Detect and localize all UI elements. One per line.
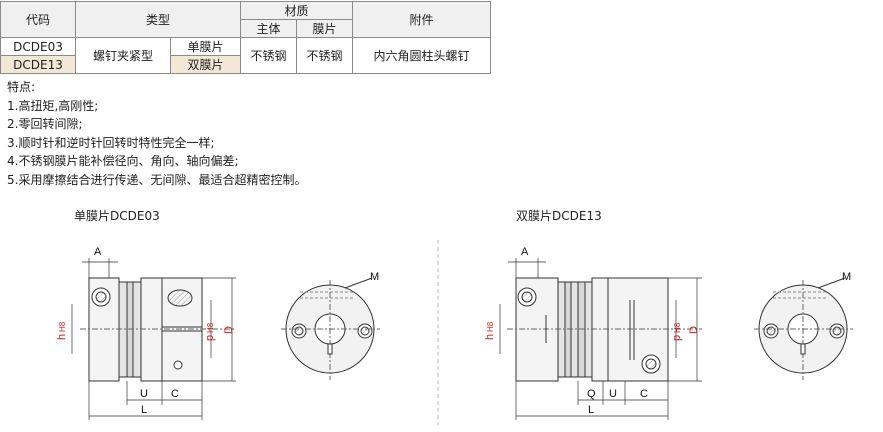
dim-label-l: L	[141, 404, 147, 416]
cell-type: 螺钉夹紧型	[75, 37, 171, 74]
th-disc: 膜片	[296, 19, 353, 38]
feature-item: 1.高扭矩,高刚性;	[7, 98, 99, 113]
spec-table: 代码 类型 材质 附件 主体 膜片 DCDE03 螺钉夹紧型 单膜片 不锈钢 不…	[0, 1, 491, 74]
dim-label-c: C	[640, 388, 648, 400]
dim-label-h: h	[56, 334, 68, 340]
th-material: 材质	[240, 1, 353, 20]
dim-label-u: U	[609, 388, 617, 400]
dim-label-l: L	[588, 404, 594, 416]
dim-label-c: C	[171, 388, 179, 400]
caption-double: 双膜片DCDE13	[516, 209, 602, 223]
single-front-view	[281, 277, 380, 380]
dim-label-a: A	[94, 246, 102, 258]
cell-code: DCDE13	[0, 55, 76, 74]
double-front-view	[754, 277, 853, 380]
dim-label-u: U	[140, 388, 148, 400]
feature-item: 3.顺时针和逆时针回转时特性完全一样;	[7, 135, 215, 150]
dim-label-a: A	[521, 246, 529, 258]
table-row: DCDE13 双膜片	[0, 55, 491, 74]
dim-label-d: D	[688, 326, 700, 334]
th-accessory: 附件	[352, 1, 491, 38]
cell-disc-type: 单膜片	[170, 37, 241, 56]
caption-single: 单膜片DCDE03	[74, 209, 160, 223]
dim-label-m: M	[370, 271, 379, 283]
th-body: 主体	[240, 19, 297, 38]
cell-accessory: 内六角圆柱头螺钉	[352, 37, 491, 74]
dim-label-p-sub: H8	[206, 322, 215, 333]
dim-label-q: Q	[587, 388, 596, 400]
th-code: 代码	[0, 1, 76, 38]
dim-label-m: M	[842, 271, 851, 283]
dim-label-p: p	[204, 335, 216, 341]
single-side-view	[71, 258, 236, 420]
feature-item: 2.零回转间隙;	[7, 117, 83, 132]
dim-label-d: D	[223, 326, 235, 334]
feature-item: 5.采用摩擦结合进行传递、无间隙、最适合超精密控制。	[7, 172, 307, 187]
cell-disc-type: 双膜片	[170, 55, 241, 74]
dim-label-h-sub: H8	[58, 321, 67, 332]
features-title: 特点:	[7, 80, 36, 94]
cell-body-mat: 不锈钢	[240, 37, 297, 74]
cell-disc-mat: 不锈钢	[296, 37, 353, 74]
dim-label-h-sub: H8	[486, 321, 495, 332]
dim-label-h: h	[484, 334, 496, 340]
dim-label-p-sub: H8	[673, 322, 682, 333]
double-side-view	[499, 258, 702, 420]
dim-label-p: p	[671, 335, 683, 341]
feature-item: 4.不锈钢膜片能补偿径向、角向、轴向偏差;	[7, 154, 239, 169]
features-list: 特点: 1.高扭矩,高刚性; 2.零回转间隙; 3.顺时针和逆时针回转时特性完全…	[7, 78, 306, 190]
